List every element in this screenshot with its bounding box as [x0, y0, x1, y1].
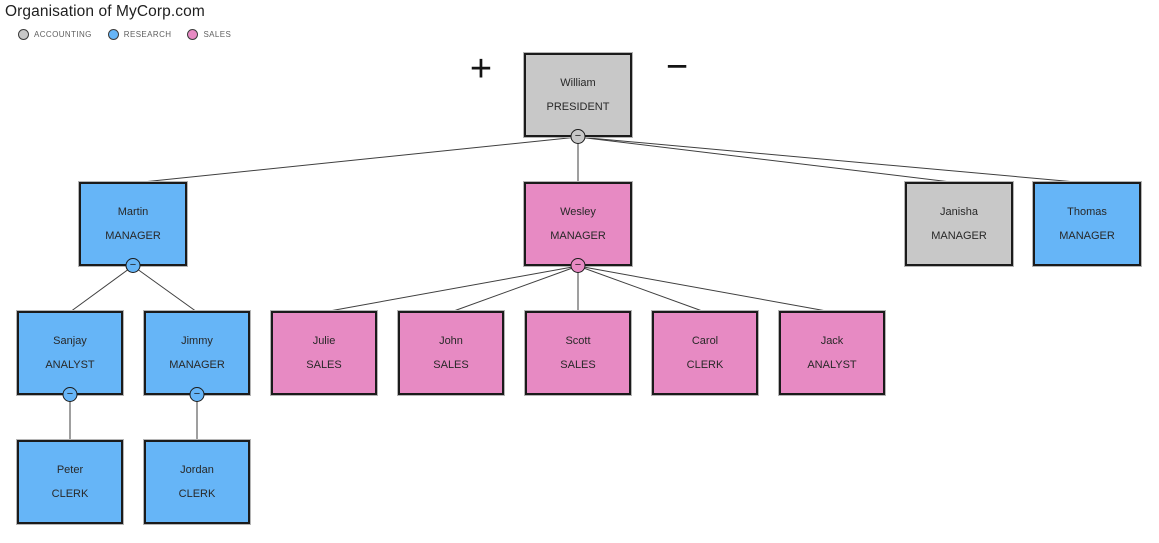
- node-name: Martin: [117, 205, 149, 218]
- org-node-carol[interactable]: Carol CLERK: [652, 311, 758, 395]
- node-name: Scott: [565, 334, 591, 347]
- connector-line: [132, 136, 579, 184]
- zoom-out-button[interactable]: −: [665, 46, 689, 88]
- research-color-dot: [107, 29, 119, 40]
- sales-color-dot: [187, 29, 199, 40]
- org-node-julie[interactable]: Julie SALES: [271, 311, 377, 395]
- node-name: Thomas: [1067, 205, 1107, 218]
- connector-line: [450, 265, 579, 313]
- org-node-thomas[interactable]: Thomas MANAGER: [1033, 182, 1141, 266]
- node-name: Peter: [56, 463, 84, 476]
- legend: ACCOUNTING RESEARCH SALES: [18, 29, 231, 40]
- legend-label: RESEARCH: [123, 30, 172, 39]
- legend-item-accounting[interactable]: ACCOUNTING: [18, 29, 92, 40]
- legend-label: SALES: [203, 30, 232, 39]
- connector-line: [577, 265, 833, 313]
- org-node-jordan[interactable]: Jordan CLERK: [144, 440, 250, 524]
- collapse-toggle[interactable]: −: [189, 387, 205, 402]
- connector-line: [577, 136, 1088, 184]
- node-role: ANALYST: [45, 358, 95, 371]
- org-node-wesley[interactable]: Wesley MANAGER −: [524, 182, 632, 273]
- connector-line: [69, 265, 134, 313]
- org-node-janisha[interactable]: Janisha MANAGER: [905, 182, 1013, 266]
- connector-line: [577, 265, 706, 313]
- legend-item-sales[interactable]: SALES: [187, 29, 231, 40]
- org-node-john[interactable]: John SALES: [398, 311, 504, 395]
- zoom-in-button[interactable]: +: [469, 48, 493, 90]
- node-name: Julie: [312, 334, 336, 347]
- org-node-scott[interactable]: Scott SALES: [525, 311, 631, 395]
- node-name: Carol: [691, 334, 719, 347]
- org-node-sanjay[interactable]: Sanjay ANALYST −: [17, 311, 123, 402]
- connector-line: [132, 265, 198, 313]
- node-name: Jordan: [180, 463, 214, 476]
- node-role: SALES: [306, 358, 342, 371]
- collapse-toggle[interactable]: −: [570, 258, 586, 273]
- node-role: MANAGER: [169, 358, 225, 371]
- node-role: ANALYST: [807, 358, 857, 371]
- node-name: Janisha: [940, 205, 978, 218]
- node-role: MANAGER: [931, 229, 987, 242]
- node-name: Sanjay: [53, 334, 87, 347]
- node-role: MANAGER: [1059, 229, 1115, 242]
- node-name: John: [439, 334, 463, 347]
- page-title: Organisation of MyCorp.com: [5, 3, 205, 20]
- node-role: MANAGER: [550, 229, 606, 242]
- node-role: CLERK: [686, 358, 724, 371]
- node-role: PRESIDENT: [546, 100, 610, 113]
- org-node-jack[interactable]: Jack ANALYST: [779, 311, 885, 395]
- connector-line: [577, 136, 960, 184]
- node-role: SALES: [560, 358, 596, 371]
- org-node-martin[interactable]: Martin MANAGER −: [79, 182, 187, 273]
- org-node-peter[interactable]: Peter CLERK: [17, 440, 123, 524]
- node-name: Jimmy: [181, 334, 213, 347]
- collapse-toggle[interactable]: −: [125, 258, 141, 273]
- connector-line: [323, 265, 579, 313]
- node-name: Jack: [820, 334, 844, 347]
- node-role: SALES: [433, 358, 469, 371]
- node-role: CLERK: [51, 487, 89, 500]
- node-role: MANAGER: [105, 229, 161, 242]
- legend-item-research[interactable]: RESEARCH: [107, 29, 172, 40]
- accounting-color-dot: [18, 29, 29, 40]
- node-name: Wesley: [560, 205, 596, 218]
- node-name: William: [560, 76, 596, 89]
- org-node-jimmy[interactable]: Jimmy MANAGER −: [144, 311, 250, 402]
- legend-label: ACCOUNTING: [34, 30, 92, 39]
- org-node-william[interactable]: William PRESIDENT −: [524, 53, 632, 144]
- collapse-toggle[interactable]: −: [570, 129, 586, 144]
- node-role: CLERK: [178, 487, 216, 500]
- collapse-toggle[interactable]: −: [62, 387, 78, 402]
